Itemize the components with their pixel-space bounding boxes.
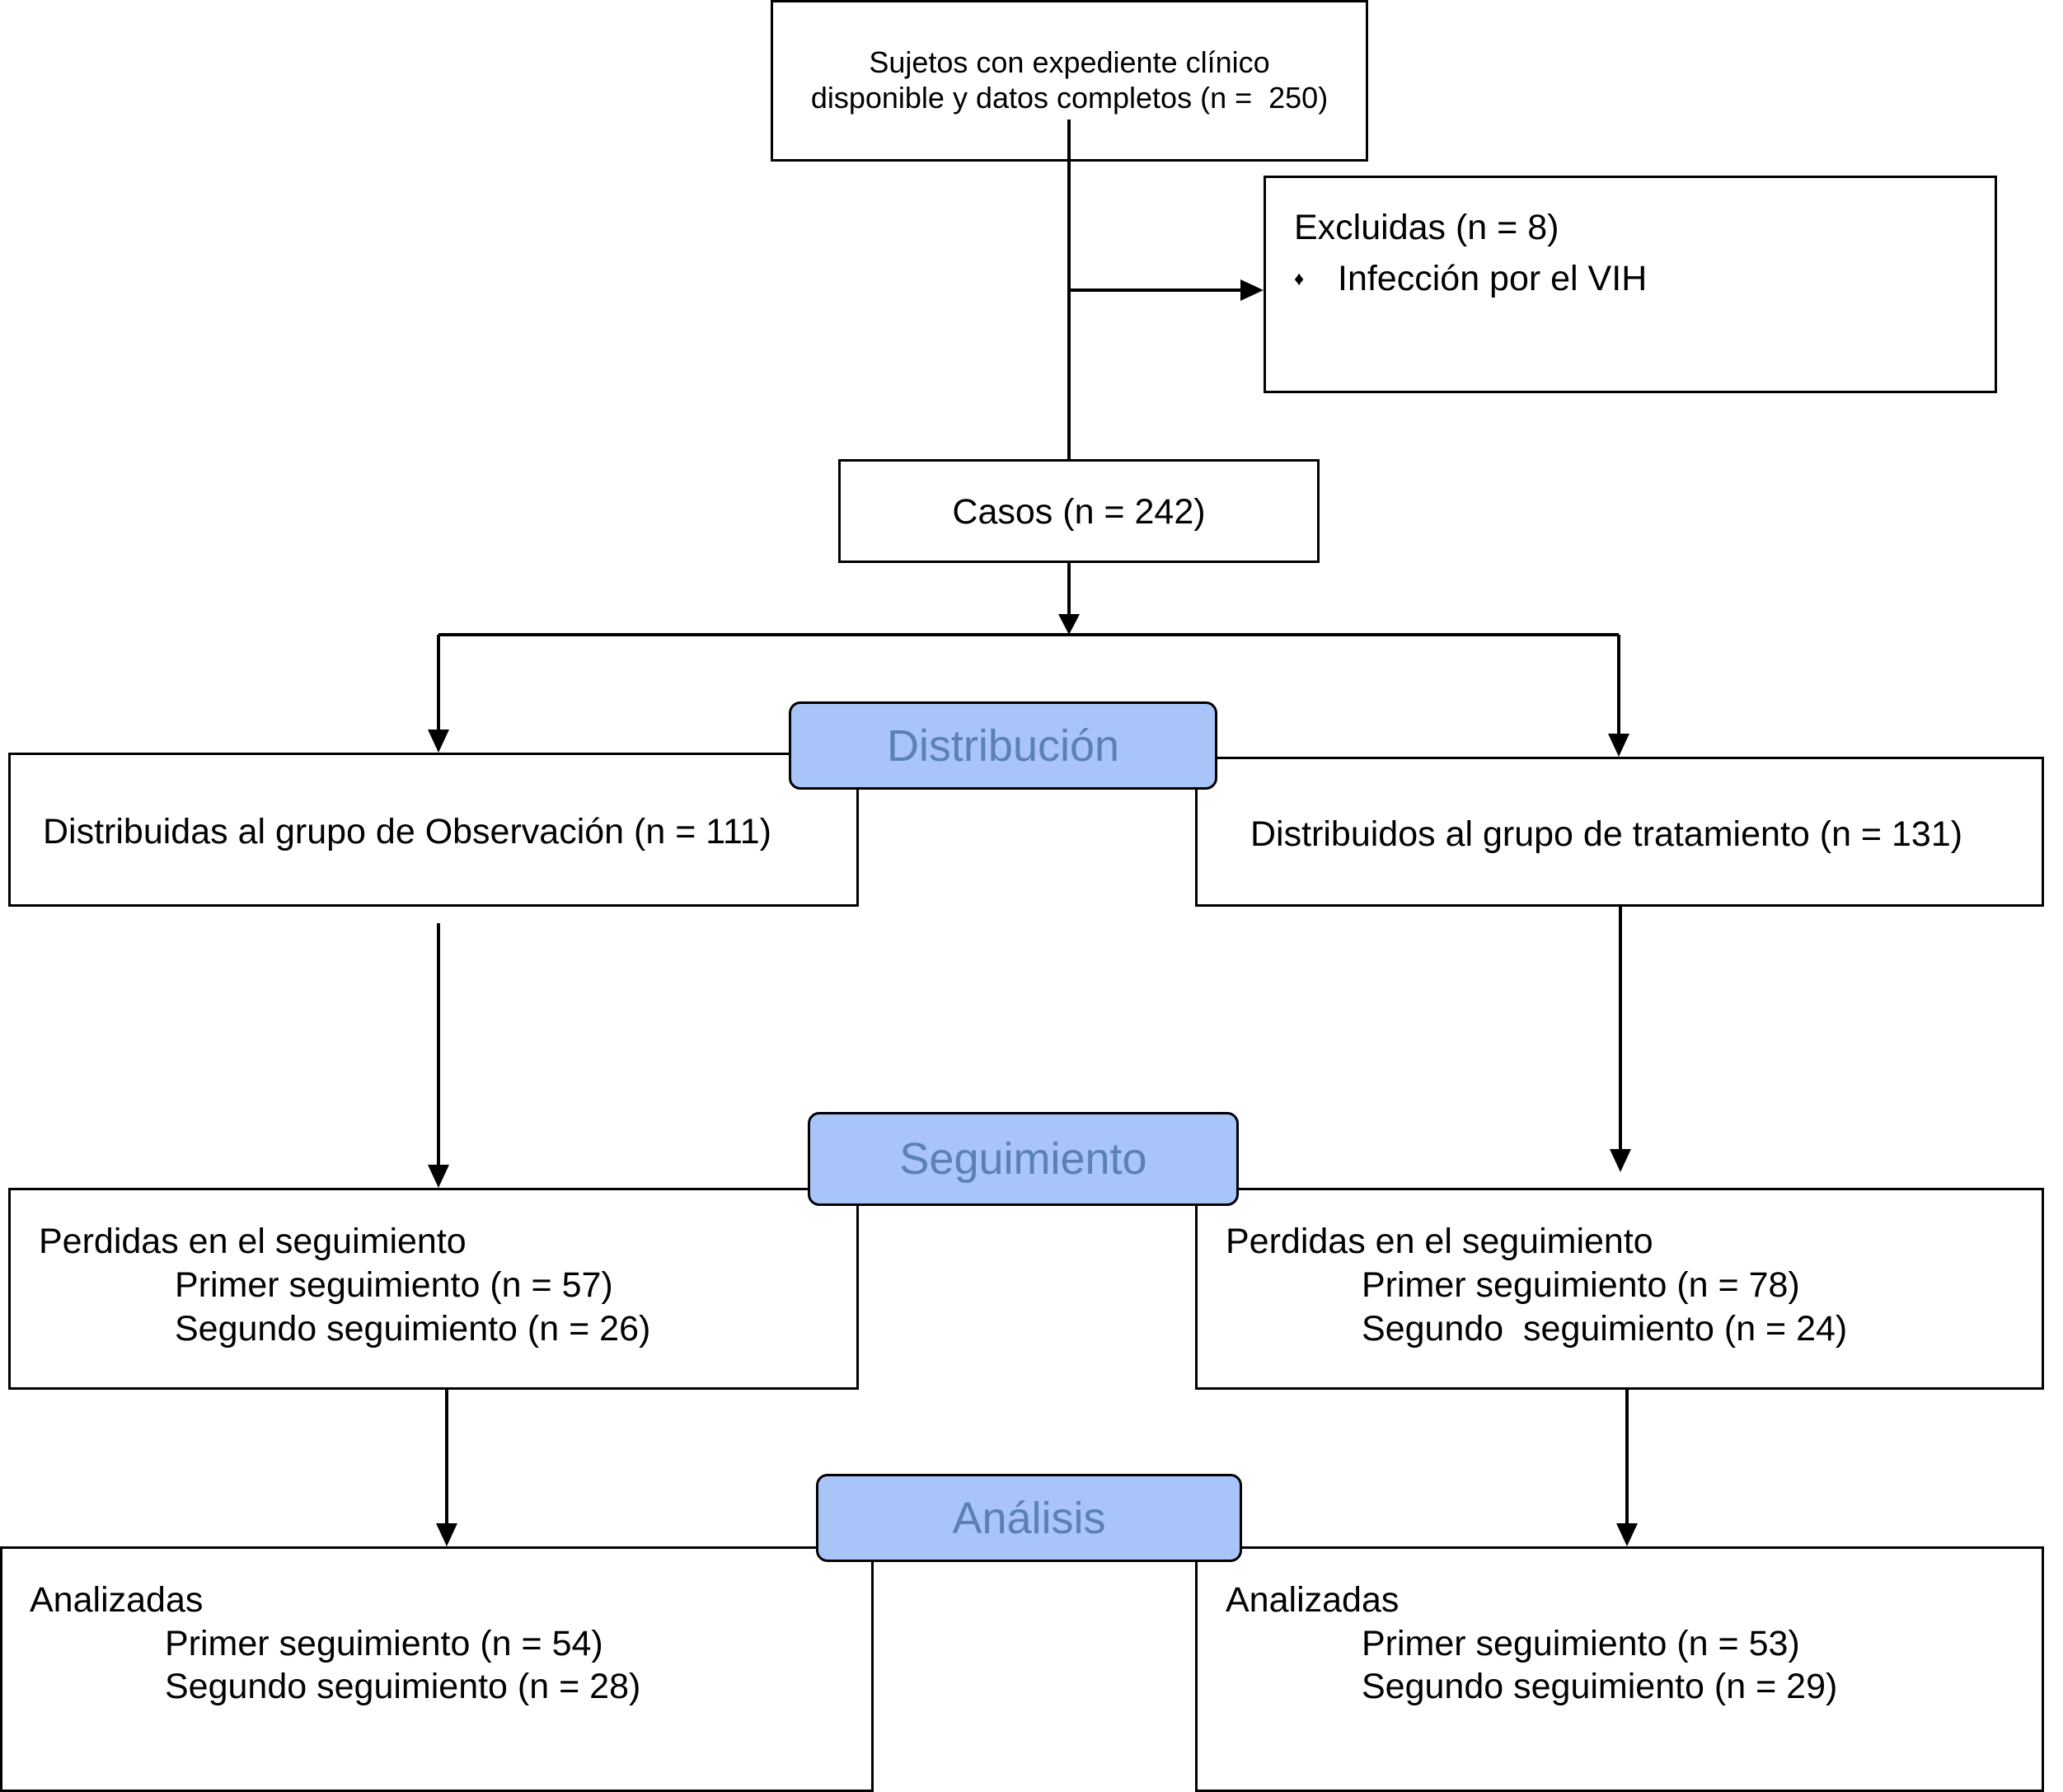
observation-allocation-label: Distribuidas al grupo de Observación (n … [43,812,771,851]
bullet-icon: ♦ [1294,268,1305,290]
observation-allocation-box [8,753,859,907]
treatment-lost-first: Primer seguimiento (n = 78) [1362,1265,1800,1305]
excluded-box [1264,176,1997,393]
treatment-lost-second: Segundo seguimiento (n = 24) [1362,1309,1848,1349]
arrowhead-cases [1058,614,1080,635]
observation-analyzed-second: Segundo seguimiento (n = 28) [165,1667,641,1706]
cases-box [838,459,1320,563]
treatment-followup-box [1195,1188,2044,1390]
treatment-allocation-label: Distribuidos al grupo de tratamiento (n … [1250,814,1963,854]
treatment-analyzed-second: Segundo seguimiento (n = 29) [1362,1667,1838,1706]
excluded-reason: Infección por el VIH [1338,259,1648,298]
arrowhead-right-analysis [1616,1523,1638,1546]
observation-lost-second: Segundo seguimiento (n = 26) [175,1309,651,1349]
arrowhead-excluded [1240,279,1264,301]
observation-lost-title: Perdidas en el seguimiento [39,1222,467,1261]
excluded-title: Excluidas (n = 8) [1294,208,1559,247]
arrowhead-left-allocation [428,729,449,753]
cases-label: Casos (n = 242) [952,492,1206,532]
observation-followup-box [8,1188,859,1390]
observation-analysis-box [0,1546,874,1792]
treatment-analysis-box [1195,1546,2044,1792]
observation-analyzed-first: Primer seguimiento (n = 54) [165,1624,603,1663]
treatment-analyzed-first: Primer seguimiento (n = 53) [1362,1624,1800,1663]
stage-analysis: Análisis [816,1474,1242,1562]
treatment-analyzed-title: Analizadas [1226,1580,1400,1620]
observation-analyzed-title: Analizadas [30,1580,204,1620]
treatment-lost-title: Perdidas en el seguimiento [1226,1222,1653,1261]
stage-followup: Seguimiento [808,1112,1239,1206]
start-line-1: Sujetos con expediente clínico [869,45,1270,79]
arrowhead-right-followup [1610,1149,1631,1172]
arrowhead-right-allocation [1608,734,1629,757]
treatment-allocation-box [1195,757,2044,907]
start-line-2: disponible y datos completos (n = 250) [810,81,1329,115]
stage-distribution: Distribución [789,701,1217,790]
arrowhead-left-analysis [436,1523,457,1546]
arrowhead-left-followup [428,1165,449,1188]
observation-lost-first: Primer seguimiento (n = 57) [175,1265,613,1305]
